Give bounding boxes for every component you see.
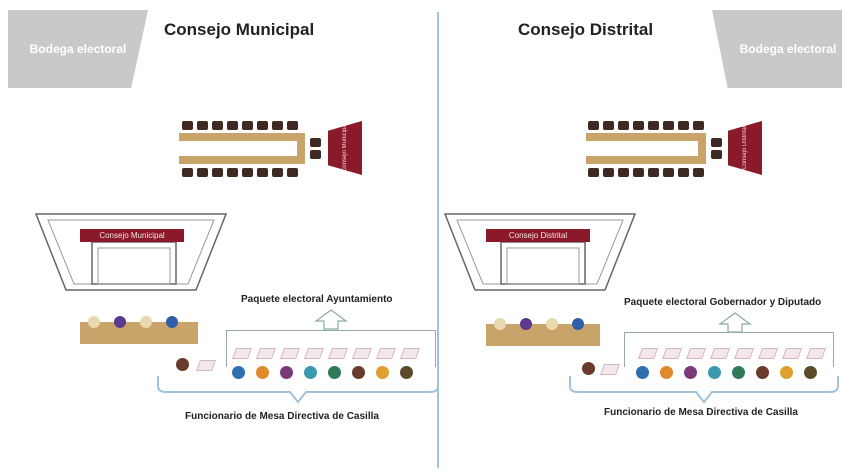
- citizen-figure: [708, 366, 721, 379]
- chair-end: [310, 138, 321, 147]
- chair: [287, 121, 298, 130]
- officer-figure: [114, 316, 126, 328]
- up-arrow-icon: [718, 312, 752, 333]
- podium: Consejo Distrital: [728, 121, 762, 175]
- chair-end: [310, 150, 321, 159]
- center-divider: [437, 12, 439, 468]
- chair-end: [711, 150, 722, 159]
- podium-label: Consejo Distrital: [741, 126, 748, 170]
- chair: [242, 121, 253, 130]
- chair: [257, 168, 268, 177]
- chair: [212, 168, 223, 177]
- citizen-figure: [660, 366, 673, 379]
- citizen-figure: [352, 366, 365, 379]
- chair: [272, 121, 283, 130]
- funcionario-label: Funcionario de Mesa Directiva de Casilla: [185, 411, 379, 422]
- citizen-figure: [582, 362, 595, 375]
- officer-figure: [520, 318, 532, 330]
- bracket-right: [569, 376, 839, 404]
- podium-label: Consejo Municipal: [341, 123, 348, 173]
- chair: [257, 121, 268, 130]
- chair: [227, 121, 238, 130]
- chair: [227, 168, 238, 177]
- citizen-figure: [256, 366, 269, 379]
- document-packet: [195, 360, 217, 371]
- stage-label: Consejo Distrital: [486, 229, 590, 242]
- u-table-end: [297, 133, 305, 164]
- bodega-electoral-box-right: Bodega electoral: [712, 10, 842, 88]
- desk-mesa-left: [80, 322, 198, 344]
- chair: [633, 168, 644, 177]
- desk-mesa-right: [486, 324, 600, 346]
- citizen-figure: [684, 366, 697, 379]
- podium: Consejo Municipal: [328, 121, 362, 175]
- chair: [693, 168, 704, 177]
- officer-figure: [140, 316, 152, 328]
- chair: [603, 168, 614, 177]
- paquete-box: [226, 330, 436, 367]
- citizen-figure: [636, 366, 649, 379]
- citizen-figure: [328, 366, 341, 379]
- stage-label-text: Consejo Distrital: [508, 231, 568, 240]
- paquete-label: Paquete electoral Ayuntamiento: [241, 294, 393, 305]
- stage-right: [443, 213, 637, 291]
- citizen-figure: [756, 366, 769, 379]
- citizen-figure: [376, 366, 389, 379]
- funcionario-label: Funcionario de Mesa Directiva de Casilla: [604, 407, 798, 418]
- u-table-bottom: [179, 156, 305, 164]
- chair-end: [711, 138, 722, 147]
- citizen-figure: [804, 366, 817, 379]
- stage-label-text: Consejo Municipal: [99, 231, 165, 240]
- citizen-figure: [280, 366, 293, 379]
- panel-title: Consejo Municipal: [164, 20, 315, 39]
- citizen-figure: [400, 366, 413, 379]
- officer-figure: [166, 316, 178, 328]
- officer-figure: [572, 318, 584, 330]
- chair: [618, 168, 629, 177]
- citizen-figure: [176, 358, 189, 371]
- citizen-figure: [304, 366, 317, 379]
- bodega-label: Bodega electoral: [739, 42, 837, 56]
- u-table-top: [179, 133, 305, 141]
- bodega-electoral-box-left: Bodega electoral: [8, 10, 148, 88]
- stage-left: [34, 213, 228, 291]
- chair: [648, 121, 659, 130]
- u-table-bottom: [586, 156, 706, 164]
- paquete-label: Paquete electoral Gobernador y Diputado: [624, 297, 822, 308]
- chair: [693, 121, 704, 130]
- u-table-end: [698, 133, 706, 164]
- chair: [663, 121, 674, 130]
- chair: [197, 121, 208, 130]
- chair: [182, 168, 193, 177]
- chair: [603, 121, 614, 130]
- officer-figure: [88, 316, 100, 328]
- u-table-top: [586, 133, 706, 141]
- chair: [287, 168, 298, 177]
- chair: [678, 121, 689, 130]
- officer-figure: [494, 318, 506, 330]
- paquete-box: [624, 332, 834, 367]
- citizen-figure: [780, 366, 793, 379]
- chair: [182, 121, 193, 130]
- panel-title: Consejo Distrital: [518, 20, 654, 39]
- chair: [197, 168, 208, 177]
- bodega-label: Bodega electoral: [29, 42, 127, 56]
- chair: [663, 168, 674, 177]
- chair: [212, 121, 223, 130]
- officer-figure: [546, 318, 558, 330]
- citizen-figure: [732, 366, 745, 379]
- chair: [588, 168, 599, 177]
- bracket-left: [157, 376, 439, 404]
- chair: [242, 168, 253, 177]
- chair: [618, 121, 629, 130]
- chair: [272, 168, 283, 177]
- citizen-figure: [232, 366, 245, 379]
- chair: [648, 168, 659, 177]
- up-arrow-icon: [314, 309, 348, 330]
- stage-label: Consejo Municipal: [80, 229, 184, 242]
- chair: [678, 168, 689, 177]
- chair: [588, 121, 599, 130]
- chair: [633, 121, 644, 130]
